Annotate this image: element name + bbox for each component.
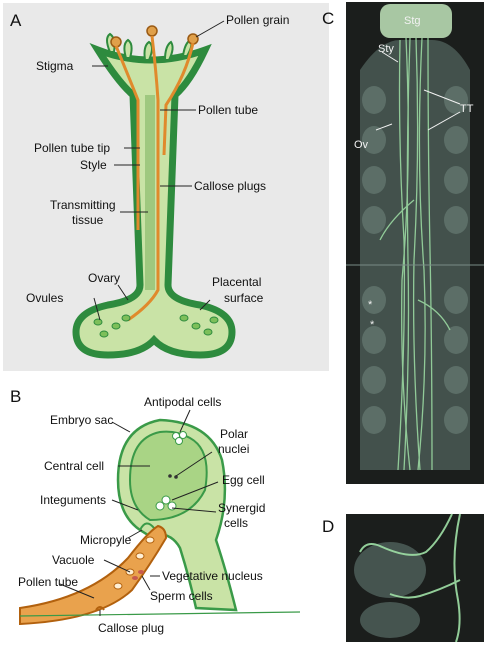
label-synergid: Synergid — [218, 501, 265, 515]
label-egg-cell: Egg cell — [222, 473, 265, 487]
panel-a: A — [0, 0, 333, 375]
label-cells: cells — [224, 516, 248, 530]
label-vacuole: Vacuole — [52, 553, 95, 567]
label-ov: Ov — [354, 139, 369, 151]
panel-b-letter: B — [10, 387, 21, 406]
ovule — [192, 323, 200, 329]
label-callose-plug: Callose plug — [98, 621, 164, 635]
fluorescence-micrograph-d: D — [320, 500, 486, 642]
ovule — [122, 315, 130, 321]
pistil-diagram: A — [0, 0, 333, 375]
label-polar: Polar — [220, 427, 248, 441]
ovule-diagram: B Antipod — [0, 380, 333, 642]
label-tt: TT — [460, 103, 474, 115]
label-pollen-tube: Pollen tube — [198, 103, 258, 117]
label-central-cell: Central cell — [44, 459, 104, 473]
label-micropyle: Micropyle — [80, 533, 132, 547]
label-ovary: Ovary — [88, 271, 120, 285]
ovule — [210, 317, 218, 323]
fluorescence-micrograph-c: C Stg Sty TT Ov * * — [320, 0, 486, 490]
ovule-closeup — [360, 602, 420, 638]
label-embryo-sac: Embryo sac — [50, 413, 113, 427]
label-vegetative-nucleus: Vegetative nucleus — [162, 569, 263, 583]
label-antipodal-cells: Antipodal cells — [144, 395, 221, 409]
ovule — [180, 315, 188, 321]
label-transmitting: Transmitting — [50, 198, 116, 212]
label-callose-plugs: Callose plugs — [194, 179, 266, 193]
label-pollen-tube-tip: Pollen tube tip — [34, 141, 110, 155]
ovule — [204, 329, 212, 335]
label-sperm-cells: Sperm cells — [150, 589, 213, 603]
label-placental: Placental — [212, 275, 261, 289]
label-integuments: Integuments — [40, 493, 106, 507]
label-ovules: Ovules — [26, 291, 63, 305]
label-surface: surface — [224, 291, 264, 305]
label-pollen-tube: Pollen tube — [18, 575, 78, 589]
ovule — [94, 319, 102, 325]
label-stg: Stg — [404, 15, 421, 27]
star-marker-2: * — [370, 319, 375, 331]
panel-b: B Antipod — [0, 380, 333, 642]
label-style: Style — [80, 158, 107, 172]
ovule — [100, 331, 108, 337]
panel-d: D — [320, 500, 486, 642]
panel-c-letter: C — [322, 9, 334, 28]
label-tissue: tissue — [72, 213, 104, 227]
label-pollen-grain: Pollen grain — [226, 13, 289, 27]
pollen-grain — [188, 34, 198, 44]
label-sty: Sty — [378, 43, 394, 55]
label-nuclei: nuclei — [218, 442, 249, 456]
star-marker-1: * — [368, 299, 373, 311]
panel-c: C Stg Sty TT Ov * * — [320, 0, 486, 490]
ovule — [112, 323, 120, 329]
pollen-grain — [111, 37, 121, 47]
panel-a-letter: A — [10, 11, 22, 30]
pollen-grain — [147, 26, 157, 36]
label-stigma: Stigma — [36, 59, 74, 73]
panel-d-letter: D — [322, 517, 334, 536]
